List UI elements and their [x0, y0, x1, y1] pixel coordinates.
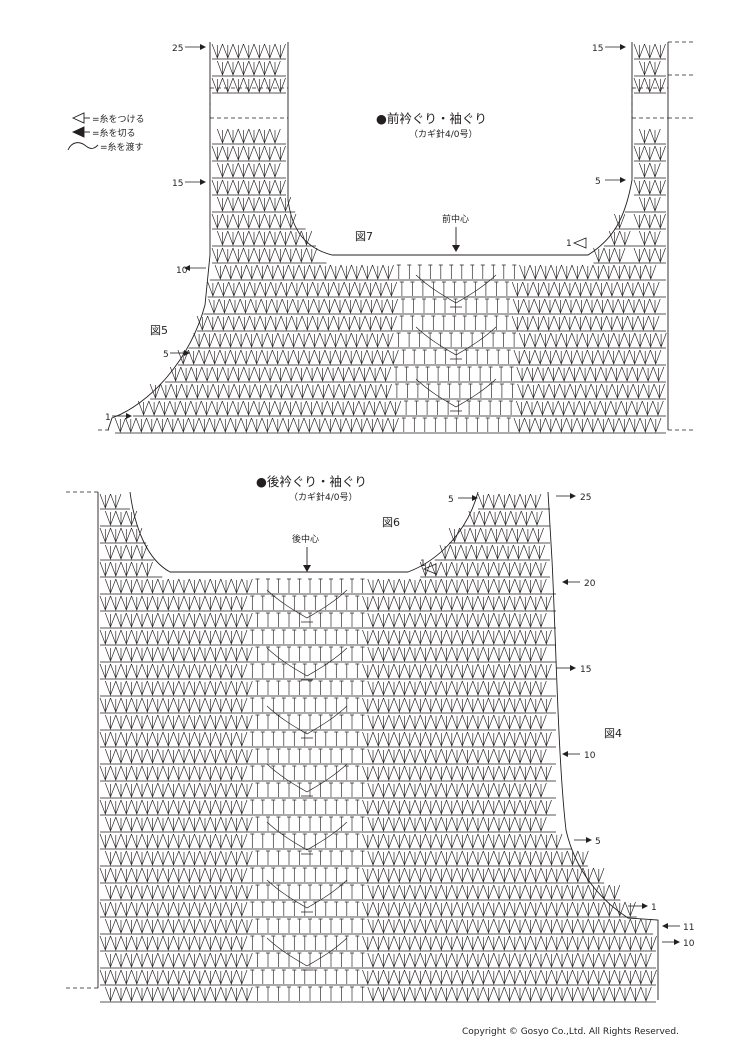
row-label: 15 — [580, 665, 591, 675]
front-neck-edge — [287, 42, 633, 256]
front-chart-title: ●前衿ぐり・袖ぐり — [376, 111, 487, 126]
back-figure-4-label: 図4 — [604, 727, 622, 740]
row-label: 1 — [105, 413, 111, 423]
front-center-label: 前中心 — [442, 213, 469, 225]
front-chart-stitches — [114, 43, 667, 434]
attach-yarn-icon — [71, 112, 90, 124]
back-chart-stitches — [99, 493, 657, 1003]
arrow-right-icon — [605, 177, 626, 183]
arrow-right-icon — [112, 413, 132, 419]
row-label: 1 — [420, 559, 426, 569]
legend-attach-yarn-text: =糸をつける — [92, 113, 145, 125]
row-label: 25 — [172, 44, 183, 54]
row-label: 11 — [683, 923, 694, 933]
arrow-right-icon — [628, 903, 648, 909]
legend-cut-yarn-text: =糸を切る — [92, 127, 136, 139]
back-chart-title: ●後衿ぐり・袖ぐり — [256, 474, 367, 489]
carry-yarn-icon — [67, 142, 99, 151]
arrow-left-icon — [184, 265, 206, 271]
front-left-armhole-edge — [107, 42, 211, 431]
row-label: 25 — [580, 493, 591, 503]
row-label: 1 — [651, 903, 657, 913]
back-armhole-edge — [547, 491, 659, 1000]
arrow-right-icon — [574, 837, 592, 843]
arrow-right-icon — [170, 350, 190, 356]
legend-carry-yarn-text: =糸を渡す — [100, 141, 144, 153]
back-row-labels: 5 25 1 20 15 10 5 1 11 10 — [420, 493, 695, 949]
arrow-right-icon — [662, 939, 680, 945]
arrow-right-icon — [556, 665, 576, 671]
chart-outlines — [97, 42, 669, 1000]
back-center-label: 後中心 — [292, 533, 319, 545]
arrow-left-icon — [562, 751, 580, 757]
copyright-text: Copyright © Gosyo Co.,Ltd. All Rights Re… — [462, 1027, 679, 1037]
arrow-right-icon — [605, 44, 626, 50]
row-label: 15 — [172, 179, 183, 189]
dashed-guides — [66, 41, 696, 989]
front-center-arrow — [452, 227, 460, 252]
back-neck-edge — [129, 491, 479, 573]
row-label: 10 — [176, 266, 188, 276]
row-label: 1 — [566, 239, 572, 249]
arrow-right-icon — [185, 44, 206, 50]
front-left-row-labels: 25 15 10 5 1 — [105, 44, 206, 423]
row-label: 15 — [592, 44, 603, 54]
arrow-right-icon — [458, 495, 478, 501]
arrow-left-icon — [562, 579, 580, 585]
front-figure-5-label: 図5 — [150, 324, 168, 337]
legend: =糸をつける =糸を切る =糸を渡す — [67, 112, 145, 153]
arrow-right-icon — [185, 179, 206, 185]
row-label: 5 — [163, 350, 169, 360]
arrow-right-icon — [556, 493, 576, 499]
row-label: 5 — [448, 495, 454, 505]
row-label: 5 — [595, 177, 601, 187]
row-label: 10 — [584, 751, 596, 761]
front-figure-7-label: 図7 — [355, 230, 373, 243]
attach-yarn-icon — [572, 237, 587, 249]
front-right-row-labels: 15 5 1 — [566, 44, 626, 249]
arrow-left-icon — [662, 923, 680, 929]
cut-yarn-icon — [71, 126, 90, 138]
row-label: 10 — [683, 939, 695, 949]
row-label: 20 — [584, 579, 596, 589]
front-hook-size: （カギ針4/0号） — [409, 128, 478, 140]
back-center-arrow — [303, 547, 311, 572]
back-figure-6-label: 図6 — [382, 516, 400, 529]
row-label: 5 — [595, 837, 601, 847]
back-hook-size: （カギ針4/0号） — [289, 491, 358, 503]
attach-yarn-icon — [422, 563, 437, 575]
